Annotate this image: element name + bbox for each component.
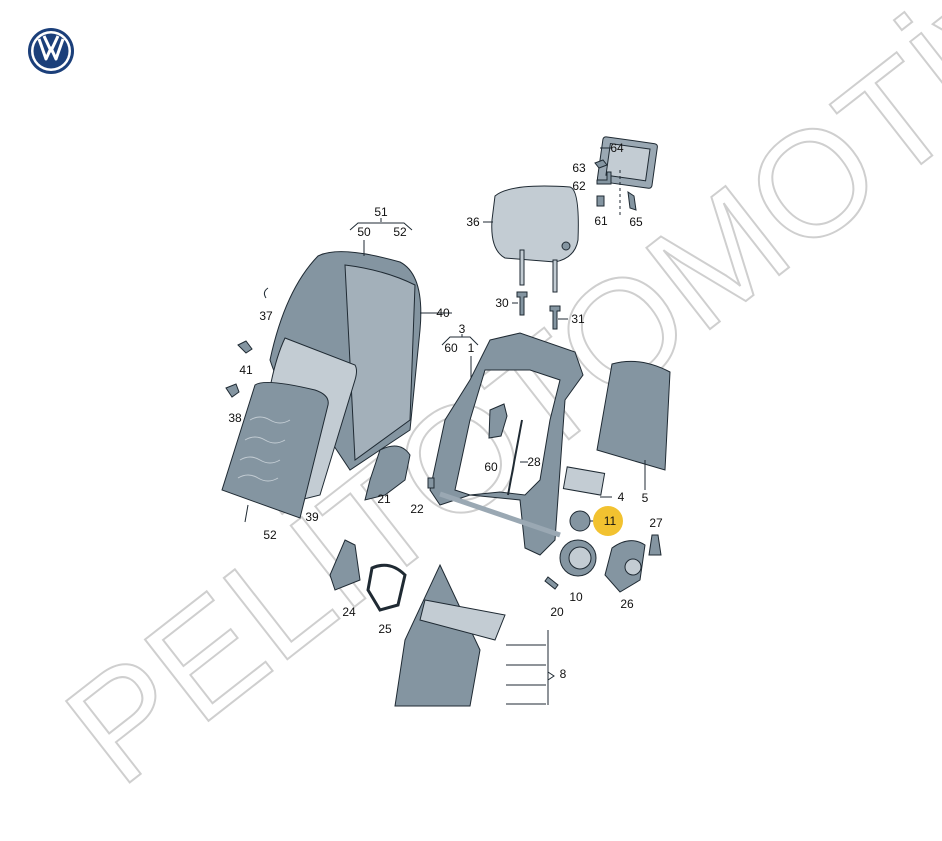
callout-39[interactable]: 39 <box>305 510 319 524</box>
callout-20[interactable]: 20 <box>550 605 564 619</box>
callout-65[interactable]: 65 <box>629 215 643 229</box>
part-22 <box>427 477 435 489</box>
part-63 <box>594 159 608 169</box>
part-61 <box>596 195 605 207</box>
callout-30[interactable]: 30 <box>495 296 509 310</box>
callout-27[interactable]: 27 <box>649 516 663 530</box>
callout-3[interactable]: 3 <box>458 322 466 336</box>
part-52 <box>221 381 329 523</box>
callout-52-mat[interactable]: 52 <box>263 528 277 542</box>
callout-1[interactable]: 1 <box>467 341 475 355</box>
part-27 <box>648 534 662 556</box>
part-62 <box>596 171 612 185</box>
callout-24[interactable]: 24 <box>342 605 356 619</box>
callout-51[interactable]: 51 <box>374 205 388 219</box>
part-36 <box>491 185 579 293</box>
callout-36[interactable]: 36 <box>466 215 480 229</box>
callout-38[interactable]: 38 <box>228 411 242 425</box>
callout-31[interactable]: 31 <box>571 312 585 326</box>
part-30 <box>516 291 528 316</box>
highlight-marker <box>593 506 623 536</box>
callout-41[interactable]: 41 <box>239 363 253 377</box>
callout-10[interactable]: 10 <box>569 590 583 604</box>
callout-4[interactable]: 4 <box>617 490 625 504</box>
part-28 <box>507 419 523 496</box>
part-25 <box>366 563 407 612</box>
callout-5[interactable]: 5 <box>641 491 649 505</box>
part-41 <box>237 340 253 354</box>
vw-logo <box>28 28 74 74</box>
part-38 <box>225 383 240 398</box>
callout-25[interactable]: 25 <box>378 622 392 636</box>
callout-50[interactable]: 50 <box>357 225 371 239</box>
callout-28[interactable]: 28 <box>527 455 541 469</box>
callout-22[interactable]: 22 <box>410 502 424 516</box>
part-5 <box>596 360 671 471</box>
part-65 <box>627 190 637 211</box>
part-4 <box>562 466 606 496</box>
callout-61[interactable]: 61 <box>594 214 608 228</box>
part-11 <box>569 510 591 532</box>
callout-37[interactable]: 37 <box>259 309 273 323</box>
part-20 <box>544 576 559 590</box>
part-8 <box>394 563 555 707</box>
callout-11[interactable]: 11 <box>603 514 617 528</box>
callout-26[interactable]: 26 <box>620 597 634 611</box>
callout-62[interactable]: 62 <box>572 179 586 193</box>
part-37 <box>263 287 269 299</box>
callout-63[interactable]: 63 <box>572 161 586 175</box>
callout-52[interactable]: 52 <box>393 225 407 239</box>
callout-64[interactable]: 64 <box>610 141 624 155</box>
part-21 <box>364 445 411 501</box>
callout-8[interactable]: 8 <box>559 667 567 681</box>
callout-40[interactable]: 40 <box>436 306 450 320</box>
part-1 <box>429 332 584 556</box>
part-24 <box>329 539 361 591</box>
callout-60[interactable]: 60 <box>484 460 498 474</box>
part-64 <box>596 136 658 189</box>
callout-21[interactable]: 21 <box>377 492 391 506</box>
part-60-mechanism <box>488 403 508 439</box>
part-31 <box>549 305 561 330</box>
callout-60-group[interactable]: 60 <box>444 341 458 355</box>
